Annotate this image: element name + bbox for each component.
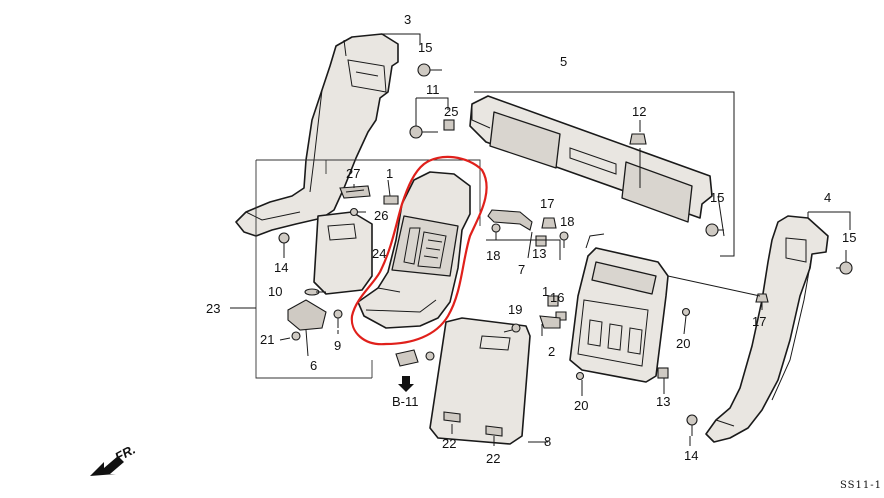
callout-6: 6 [310,358,317,373]
callout-15-mid: 15 [710,190,724,205]
hardware-items [278,63,853,436]
part-4-right-pillar-trim [705,215,829,443]
callout-labels: 3 15 11 25 5 12 27 1 26 24 17 18 18 13 7… [112,12,882,491]
callout-20-right: 20 [676,336,690,351]
callout-13-center: 13 [532,246,546,261]
callout-1-top: 1 [386,166,393,181]
callout-13-right: 13 [656,394,670,409]
callout-22-left: 22 [442,436,456,451]
callout-14-right: 14 [684,448,698,463]
callout-23: 23 [206,301,220,316]
part-storage-box [569,233,669,383]
callout-3: 3 [404,12,411,27]
callout-1-center: 1 [542,284,549,299]
callout-15-top: 15 [418,40,432,55]
callout-22-right: 22 [486,451,500,466]
part-5-rear-panel [469,95,713,223]
callout-26: 26 [374,208,388,223]
reference-b11: B-11 [392,394,419,409]
part-24-left-cover [313,211,373,295]
part-7-handle [487,209,533,231]
callout-27: 27 [346,166,360,181]
drawing-code: SS11-1 [840,480,882,491]
callout-4: 4 [824,190,831,205]
callout-12: 12 [632,104,646,119]
callout-18-left: 18 [486,248,500,263]
callout-10: 10 [268,284,282,299]
part-8-lower-lid [429,317,531,445]
callout-24: 24 [372,246,386,261]
highlight-outline [350,155,488,346]
callout-5: 5 [560,54,567,69]
callout-21: 21 [260,332,274,347]
callout-20-bottom: 20 [574,398,588,413]
callout-9: 9 [334,338,341,353]
fr-direction-arrow [90,456,124,476]
callout-14-left: 14 [274,260,288,275]
callout-8: 8 [544,434,551,449]
frame-group-23 [255,159,481,379]
callout-17-center: 17 [540,196,554,211]
callout-2: 2 [548,344,555,359]
callout-19: 19 [508,302,522,317]
callout-16: 16 [550,290,564,305]
part-27-clip [339,185,371,199]
leader-lines [230,33,851,446]
callout-11: 11 [426,82,440,97]
part-3-left-pillar-trim [235,33,399,237]
callout-7: 7 [518,262,525,277]
callout-18-right: 18 [560,214,574,229]
arrow-b11 [398,376,414,392]
part-center-console [357,171,471,329]
part-26-screw [349,207,366,217]
callout-25: 25 [444,104,458,119]
callout-17-right: 17 [752,314,766,329]
callout-15-right: 15 [842,230,856,245]
